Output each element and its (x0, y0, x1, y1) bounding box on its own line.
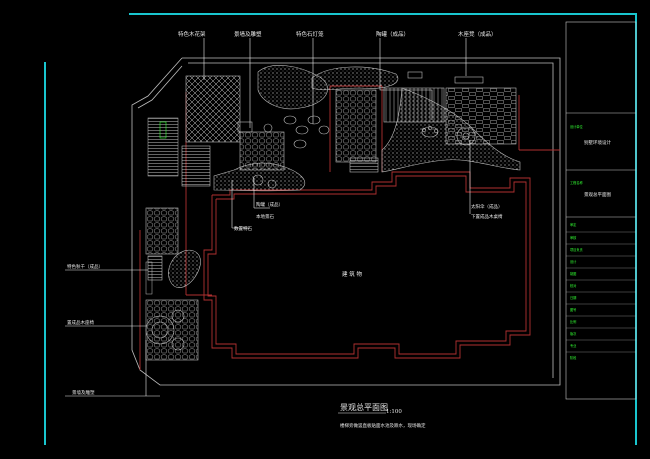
tb-text: 校对 (570, 283, 577, 288)
title-block-drawing: 景观总平面图 (584, 191, 611, 198)
label-flower-rack: 特色木花架 (178, 30, 206, 38)
tb-text: 审定 (570, 222, 577, 227)
swing-pond (168, 249, 201, 288)
drawing-title-main: 景观总平面图 (340, 402, 388, 412)
title-block: 别墅环境设计 景观总平面图 设计单位 工程名称 审定 审核 项目负责 设计 制图… (565, 21, 637, 400)
umbrella-table (421, 125, 476, 146)
label-wood-bench: 木座凳（成品） (458, 30, 497, 38)
tb-text: 审核 (570, 235, 577, 240)
stone-plaza (145, 261, 153, 295)
tb-text: 比例 (570, 319, 576, 324)
tb-text: 阶段 (570, 355, 577, 360)
label-stone-crock: 陶罐（成品） (256, 201, 283, 208)
label-pottery: 陶罐（成品） (376, 30, 409, 38)
stepping-stones (252, 115, 330, 189)
drawing-title-note: 楼梯旁做竖直板贴面水池及跌水，现场确定 (340, 422, 426, 429)
label-swing: 特色秋千（成品） (67, 263, 103, 270)
flower-rack (185, 75, 241, 143)
building-label: 建 筑 物 (342, 270, 362, 278)
label-character-stone: 数置特石 (234, 225, 252, 232)
tb-text: 制图 (570, 271, 576, 276)
label-stone-lamp: 特色石灯笼 (296, 30, 324, 38)
wood-deck (147, 71, 517, 281)
tb-text: 专业 (570, 343, 576, 348)
stone-paving (145, 89, 377, 361)
label-umbrella-sub: 下置成品木桌椅 (471, 213, 503, 220)
label-umbrella: 太阳伞（成品） (471, 203, 503, 210)
tb-text: 版次 (570, 331, 577, 336)
label-wood-pavilion: 置成品木座椅 (67, 319, 94, 326)
drawing-title-scale: 1:100 (386, 409, 402, 415)
tb-text: 工程名称 (570, 180, 584, 185)
label-planter-sculpture: 景墙及雕塑 (234, 30, 262, 38)
leader-lines (65, 38, 471, 397)
tb-text: 设计单位 (570, 124, 584, 129)
wood-pavilion (145, 309, 185, 351)
drawing-title: 景观总平面图 1:100 楼梯旁做竖直板贴面水池及跌水，现场确定 (338, 402, 426, 429)
tb-text: 图号 (570, 307, 576, 312)
left-staircase (147, 117, 179, 177)
label-local-stone: 本地景石 (256, 213, 274, 220)
tb-text: 设计 (570, 259, 577, 264)
tb-text: 项目负责 (570, 247, 583, 252)
label-wall-sculpture: 景墙及雕塑 (72, 389, 95, 396)
title-block-project: 别墅环境设计 (584, 139, 611, 146)
tb-text: 日期 (570, 295, 576, 300)
